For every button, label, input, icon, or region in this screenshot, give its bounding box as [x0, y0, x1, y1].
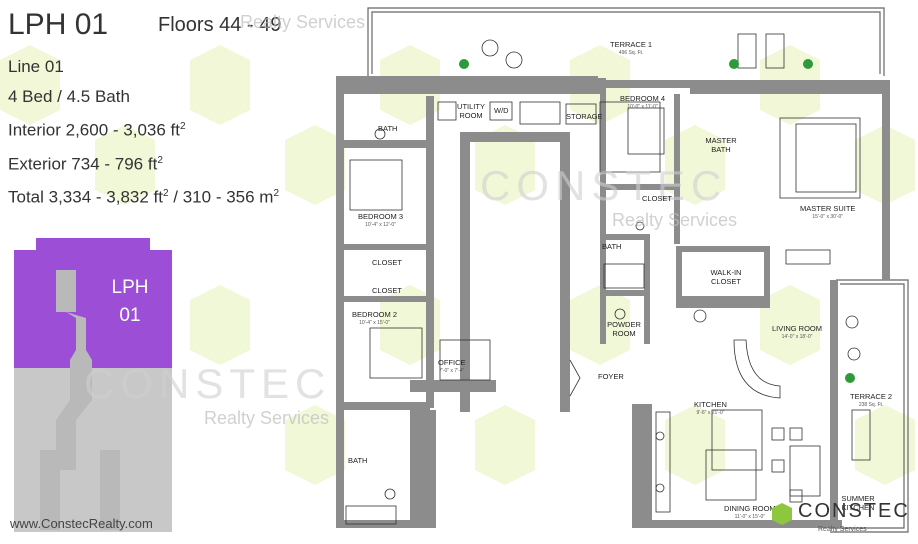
room-office-name: OFFICE	[438, 358, 466, 367]
room-bath-top: BATH	[378, 124, 398, 133]
room-summer-kitchen: SUMMER KITCHEN	[841, 494, 875, 512]
room-dining-dim: 11'-0" x 15'-0"	[734, 514, 766, 520]
watermark-sub-3: Realty Services	[240, 12, 366, 32]
unit-title: LPH 01	[8, 8, 109, 41]
room-utility: UTILITY ROOM	[457, 102, 485, 120]
keyplan-unit-label: LPH 01	[94, 274, 166, 330]
exterior-area-sup: 2	[157, 154, 163, 166]
walls	[336, 76, 890, 528]
room-terrace1-name: TERRACE 1	[610, 40, 653, 49]
total-area: Total 3,334 - 3,832 ft2 / 310 - 356 m2	[8, 179, 279, 213]
key-plan	[14, 238, 172, 532]
room-bedroom4-dim: 10'-0" x 11'-0"	[627, 104, 658, 110]
room-kitchen-dim: 9'-6" x 21'-0"	[696, 410, 725, 416]
interior-area: Interior 2,600 - 3,036 ft2	[8, 112, 279, 146]
room-office-dim: 7'-0" x 7'-4"	[439, 368, 465, 374]
room-master-bath: MASTER BATH	[705, 136, 737, 154]
watermark-brand-2: CONSTEC	[480, 162, 728, 209]
room-foyer: FOYER	[598, 372, 624, 381]
furniture	[345, 33, 871, 525]
room-wd: W/D	[494, 106, 509, 115]
room-powder: POWDER ROOM	[607, 320, 641, 338]
total-area-sqm: / 310 - 356 m	[168, 187, 274, 207]
room-bath-mid: BATH	[602, 242, 622, 251]
brand-logo-sub: Realty Services	[818, 526, 867, 533]
line-number: Line 01	[8, 57, 64, 76]
room-bath-bottom: BATH	[348, 456, 368, 465]
brand-logo: CONSTEC	[798, 500, 910, 522]
room-living-name: LIVING ROOM	[772, 324, 823, 333]
watermark-sub-2: Realty Services	[612, 210, 738, 230]
website-url: www.ConstecRealty.com	[10, 516, 153, 531]
unit-specs: Line 01 4 Bed / 4.5 Bath Interior 2,600 …	[8, 52, 279, 213]
beds-baths: 4 Bed / 4.5 Bath	[8, 87, 130, 106]
interior-area-value: Interior 2,600 - 3,036 ft	[8, 120, 180, 140]
room-closet-2: CLOSET	[372, 286, 403, 295]
exterior-area: Exterior 734 - 796 ft2	[8, 146, 279, 180]
total-area-sqft: Total 3,334 - 3,832 ft	[8, 187, 163, 207]
total-area-sqm-sup: 2	[273, 188, 280, 200]
plant-icons	[459, 59, 855, 383]
room-living-dim: 14'-0" x 18'-0"	[781, 334, 813, 340]
watermark-brand: CONSTEC	[84, 360, 332, 407]
room-bedroom3-dim: 10'-4" x 12'-0"	[365, 222, 396, 228]
room-walkin-closet: WALK-IN CLOSET	[710, 268, 742, 286]
watermark-sub: Realty Services	[204, 408, 330, 428]
room-bedroom4-name: BEDROOM 4	[620, 94, 666, 103]
room-closet-1: CLOSET	[372, 258, 403, 267]
interior-area-sup: 2	[180, 121, 186, 132]
room-master-suite-name: MASTER SUITE	[800, 204, 856, 213]
room-dining-name: DINING ROOM	[724, 504, 776, 513]
room-terrace2-name: TERRACE 2	[850, 392, 893, 401]
unit-info-panel: LPH 01	[8, 8, 338, 42]
room-master-suite-dim: 15'-0" x 30'-0"	[812, 214, 844, 220]
room-kitchen-name: KITCHEN	[694, 400, 727, 409]
total-area-sqft-sup: 2	[163, 188, 169, 200]
room-bedroom2-dim: 10'-4" x 15'-0"	[359, 320, 390, 326]
room-storage: STORAGE	[566, 112, 603, 121]
floors-range: Floors 44 - 49	[158, 14, 282, 36]
room-closet-3: CLOSET	[642, 194, 673, 203]
brand-logo-icon	[772, 503, 792, 525]
room-terrace1-dim: 496 Sq. Ft.	[618, 50, 644, 56]
exterior-area-value: Exterior 734 - 796 ft	[8, 154, 158, 174]
room-terrace2-dim: 238 Sq. Ft.	[858, 402, 884, 408]
room-bedroom2-name: BEDROOM 2	[352, 310, 398, 319]
keyplan-label-line2: 01	[119, 305, 141, 326]
room-bedroom3-name: BEDROOM 3	[358, 212, 404, 221]
keyplan-label-line1: LPH	[111, 277, 149, 298]
